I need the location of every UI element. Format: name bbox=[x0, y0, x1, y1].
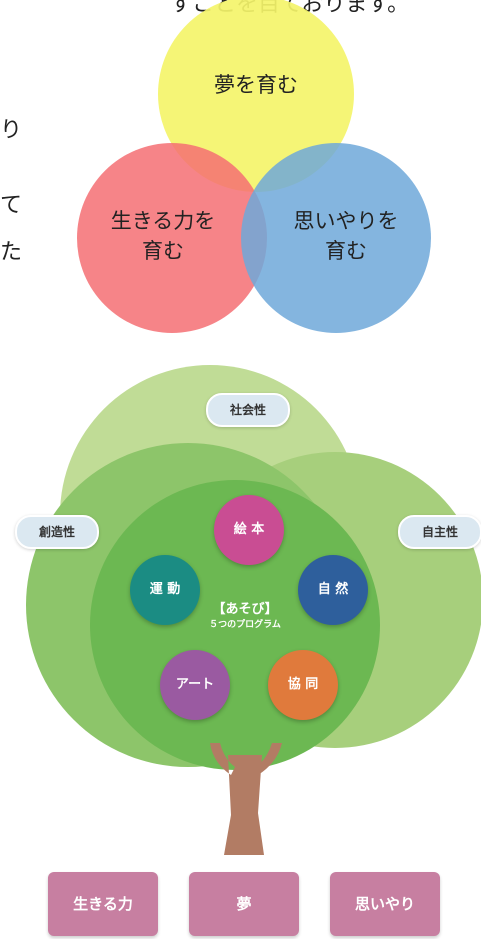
venn-diagram: 夢を育む 生きる力を 育む 思いやりを 育む bbox=[77, 0, 431, 333]
body-text-fragment-2: て bbox=[0, 193, 23, 218]
program-nature: 自 然 bbox=[298, 555, 368, 625]
program-picture-books: 絵 本 bbox=[214, 495, 284, 565]
venn-top-label: 夢を育む bbox=[214, 73, 298, 97]
program-exercise: 運 動 bbox=[130, 555, 200, 625]
venn-left-label-2: 育む bbox=[142, 239, 184, 263]
program-center-title: 【あそび】 bbox=[212, 602, 278, 617]
trait-pill-creative: 創造性 bbox=[15, 515, 99, 549]
trait-pill-independent: 自主性 bbox=[398, 515, 481, 549]
root-box-compassion: 思いやり bbox=[330, 872, 440, 936]
venn-right-label-2: 育む bbox=[325, 239, 367, 263]
trait-pill-social: 社会性 bbox=[206, 393, 290, 427]
root-box-dreams: 夢 bbox=[189, 872, 299, 936]
venn-right-label-1: 思いやりを bbox=[294, 209, 399, 233]
venn-left-circle bbox=[77, 143, 267, 333]
root-box-life-skills: 生きる力 bbox=[48, 872, 158, 936]
body-text-fragment-3: た bbox=[0, 240, 23, 265]
venn-top-circle bbox=[158, 0, 354, 192]
tree-trunk bbox=[210, 743, 282, 855]
venn-left-label-1: 生きる力を bbox=[111, 209, 216, 233]
program-center-subtitle: ５つのプログラム bbox=[209, 620, 281, 630]
venn-right-circle bbox=[241, 143, 431, 333]
body-text-fragment-1: り bbox=[0, 118, 23, 143]
program-art: アート bbox=[160, 650, 230, 720]
program-cooperation: 協 同 bbox=[268, 650, 338, 720]
